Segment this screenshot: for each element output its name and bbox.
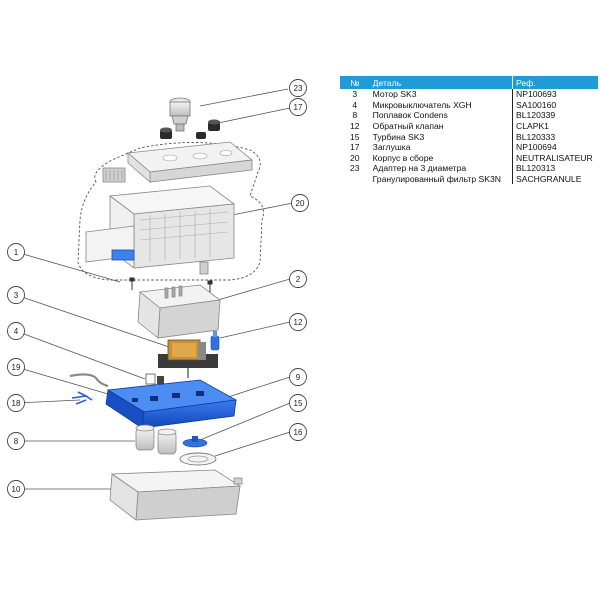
parts-table-header: № Деталь Реф.	[340, 76, 598, 89]
part-3-motor	[158, 339, 218, 378]
callout-16: 16	[289, 423, 307, 441]
header-no: №	[340, 76, 370, 89]
part-1-screws	[129, 277, 213, 293]
row-name: Микровыключатель XGH	[369, 99, 513, 111]
callout-8: 8	[7, 432, 25, 450]
row-name: Поплавок Condens	[369, 110, 513, 121]
part-2-motor-cover	[137, 284, 222, 339]
row-ref: CLAPK1	[516, 121, 549, 132]
callouts: 23 17 20 1 2 3 12 4	[7, 79, 309, 498]
part-12-check-valve	[210, 331, 220, 351]
table-row: 12 Обратный клапан CLAPK1	[340, 120, 598, 132]
part-20-lid	[127, 141, 253, 183]
callout-15: 15	[289, 394, 307, 412]
callout-19: 19	[7, 358, 25, 376]
callout-12-label: 12	[294, 318, 303, 327]
part-15-turbine	[182, 436, 208, 448]
callout-20: 20	[291, 194, 309, 212]
callout-23-label: 23	[294, 84, 303, 93]
part-10-tray	[109, 469, 243, 521]
part-17-caps	[160, 119, 220, 139]
row-ref: NP100693	[516, 89, 557, 100]
row-name: Заглушка	[369, 141, 513, 153]
part-4-microswitch	[145, 373, 164, 385]
callout-16-label: 16	[294, 428, 303, 437]
table-row: 4 Микровыключатель XGH SA100160	[340, 99, 598, 111]
row-no: 20	[350, 152, 360, 163]
row-ref: BL120313	[516, 163, 556, 174]
part-19-tube	[69, 373, 109, 388]
table-row: 17 Заглушка NP100694	[340, 141, 598, 153]
part-23-adapter	[169, 97, 191, 132]
row-ref: BL120339	[516, 110, 556, 121]
leader-lines	[15, 88, 294, 490]
row-no: 12	[350, 121, 360, 132]
callout-18-label: 18	[12, 399, 21, 408]
callout-3-label: 3	[14, 291, 19, 300]
row-name: Мотор SK3	[369, 89, 513, 100]
row-name: Турбина SK3	[369, 131, 513, 142]
parts-table: № Деталь Реф. 3 Мотор SK3 NP100693 4 Мик…	[340, 76, 598, 185]
table-row: 23 Адаптер на 3 диаметра BL120313	[340, 163, 598, 174]
row-no: 23	[350, 163, 360, 174]
callout-1-label: 1	[14, 248, 19, 257]
table-row: 15 Турбина SK3 BL120333	[340, 131, 598, 142]
callout-15-label: 15	[294, 399, 303, 408]
row-no: 17	[350, 142, 360, 153]
callout-4: 4	[7, 322, 25, 340]
row-name: Адаптер на 3 диаметра	[369, 163, 513, 174]
table-row: 8 Поплавок Condens BL120339	[340, 110, 598, 121]
callout-10-label: 10	[12, 485, 21, 494]
callout-2-label: 2	[296, 275, 301, 284]
row-no: 15	[350, 131, 360, 142]
table-row: 20 Корпус в сборе NEUTRALISATEUR	[340, 152, 598, 164]
callout-17-label: 17	[294, 103, 303, 112]
part-9-base	[105, 379, 238, 429]
row-no: 3	[352, 89, 358, 100]
row-no: 8	[352, 110, 358, 121]
row-no: 4	[352, 99, 358, 110]
callout-12: 12	[289, 313, 307, 331]
header-name: Деталь	[369, 76, 513, 89]
row-no	[340, 174, 370, 185]
row-name: Корпус в сборе	[369, 152, 513, 164]
table-row: 3 Мотор SK3 NP100693	[340, 89, 598, 100]
callout-17: 17	[289, 98, 307, 116]
row-ref: BL120333	[516, 131, 556, 142]
callout-9: 9	[289, 368, 307, 386]
part-16-ring	[179, 452, 217, 466]
part-18-clip	[71, 391, 93, 405]
callout-23: 23	[289, 79, 307, 97]
callout-9-label: 9	[296, 373, 301, 382]
callout-10: 10	[7, 480, 25, 498]
row-ref: NEUTRALISATEUR	[516, 152, 593, 163]
row-ref: SA100160	[516, 99, 557, 110]
header-ref: Реф.	[512, 76, 598, 89]
row-ref: NP100694	[516, 142, 557, 153]
part-20-body	[85, 167, 236, 275]
row-name: Гранулированный фильтр SK3N	[369, 173, 513, 185]
callout-19-label: 19	[12, 363, 21, 372]
callout-3: 3	[7, 286, 25, 304]
row-name: Обратный клапан	[369, 120, 513, 132]
row-ref: SACHGRANULE	[516, 174, 582, 185]
part-20-assembly-outline	[77, 142, 264, 281]
callout-2: 2	[289, 270, 307, 288]
table-row: Гранулированный фильтр SK3N SACHGRANULE	[340, 173, 598, 185]
callout-18: 18	[7, 394, 25, 412]
callout-20-label: 20	[296, 199, 305, 208]
callout-8-label: 8	[14, 437, 19, 446]
callout-1: 1	[7, 243, 25, 261]
part-8-floats	[135, 424, 177, 455]
callout-4-label: 4	[14, 327, 19, 336]
